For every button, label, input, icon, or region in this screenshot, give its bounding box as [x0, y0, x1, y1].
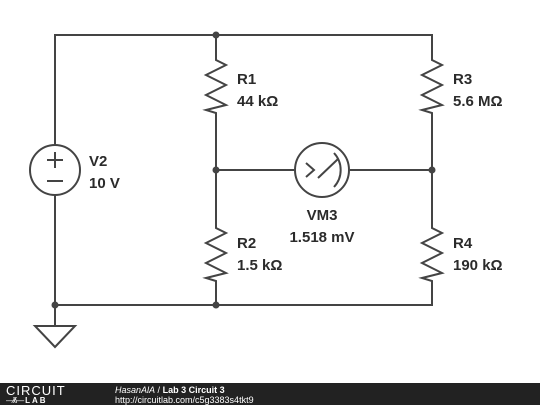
wire-bottom-rail — [54, 195, 433, 306]
wire-top-rail — [54, 34, 433, 145]
r2-value-label: 1.5 kΩ — [237, 257, 282, 274]
v2-name-label: V2 — [89, 153, 107, 170]
resistor-logo-icon: —⁄\⁄\— — [6, 396, 24, 405]
resistor-r3-symbol — [418, 55, 445, 118]
circuitlab-logo[interactable]: CIRCUIT —⁄\⁄\—LAB — [6, 383, 101, 405]
logo-bottom-text: LAB — [25, 396, 48, 405]
r1-name-label: R1 — [237, 71, 256, 88]
circuit-title: Lab 3 Circuit 3 — [162, 385, 225, 395]
r3-name-label: R3 — [453, 71, 472, 88]
logo-bottom-row: —⁄\⁄\—LAB — [6, 396, 48, 405]
circuit-title-line: HasanAlA / Lab 3 Circuit 3 — [115, 385, 254, 395]
resistor-r2-symbol — [202, 222, 229, 283]
logo-top-text: CIRCUIT — [6, 383, 66, 398]
r4-name-label: R4 — [453, 235, 473, 252]
r3-value-label: 5.6 MΩ — [453, 93, 503, 110]
vm3-name-label: VM3 — [307, 207, 338, 224]
junction-dot — [212, 31, 220, 39]
r4-value-label: 190 kΩ — [453, 257, 503, 274]
r2-name-label: R2 — [237, 235, 256, 252]
ground-icon — [32, 325, 78, 349]
vm3-value-label: 1.518 mV — [289, 229, 354, 246]
junctions — [51, 31, 436, 309]
circuit-meta: HasanAlA / Lab 3 Circuit 3 http://circui… — [115, 385, 254, 405]
circuit-schematic: V2 10 V R1 44 kΩ R2 1.5 kΩ R3 5.6 MΩ R4 … — [29, 31, 503, 349]
resistor-r1-symbol — [202, 55, 229, 118]
r1-value-label: 44 kΩ — [237, 93, 278, 110]
circuit-url-link[interactable]: http://circuitlab.com/c5g3383s4tkt9 — [115, 395, 254, 405]
v2-value-label: 10 V — [89, 175, 120, 192]
voltage-source-v2-symbol — [29, 144, 81, 196]
junction-dot — [212, 301, 220, 309]
junction-dot — [428, 166, 436, 174]
junction-dot — [51, 301, 59, 309]
junction-dot — [212, 166, 220, 174]
author-link[interactable]: HasanAlA — [115, 385, 156, 395]
title-separator: / — [157, 385, 161, 395]
resistor-r4-symbol — [418, 222, 445, 283]
voltmeter-vm3-symbol — [294, 142, 350, 198]
footer-bar: CIRCUIT —⁄\⁄\—LAB HasanAlA / Lab 3 Circu… — [0, 383, 540, 405]
